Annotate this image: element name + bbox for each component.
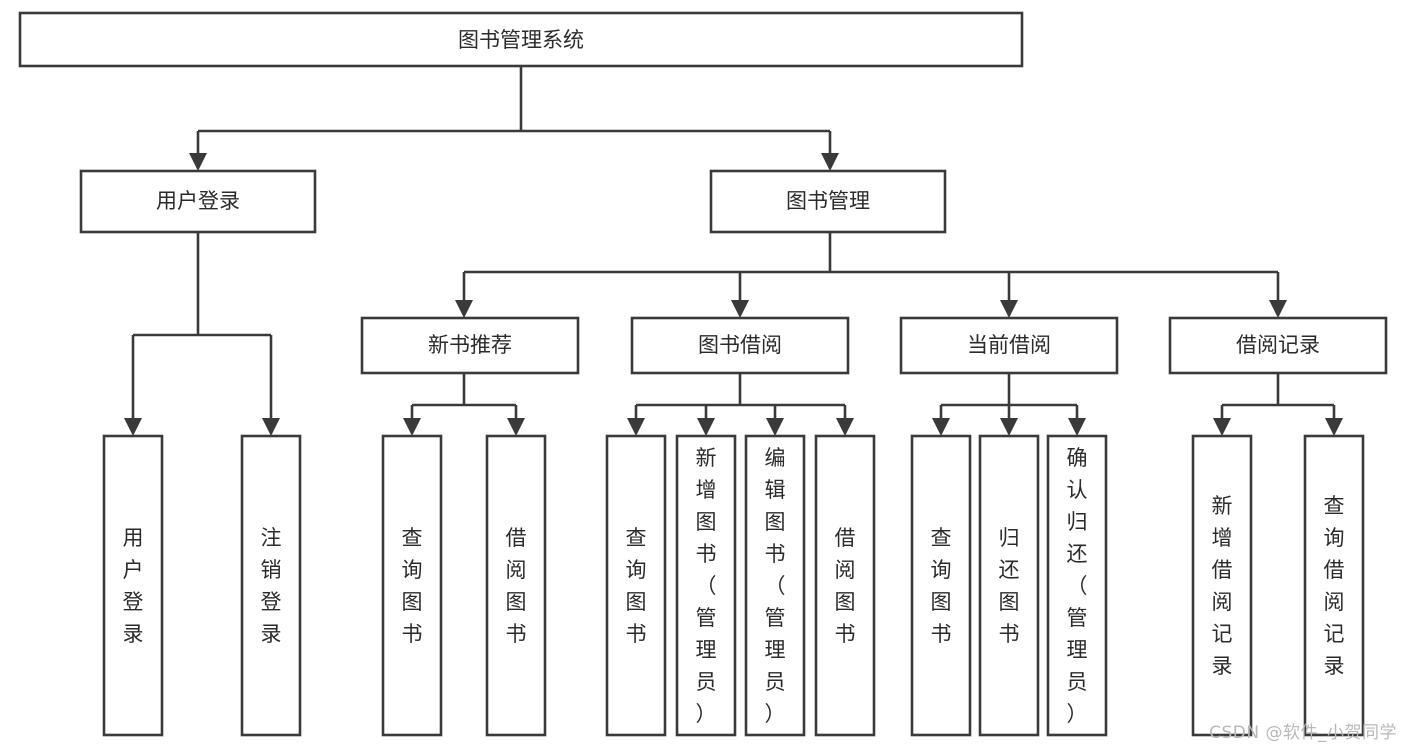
node-book-borrow-label: 图书借阅 <box>698 333 782 357</box>
arrowhead-leaf-borrow-book-1 <box>507 418 525 436</box>
node-leaf-user-login-label: 用户登录 <box>123 526 144 646</box>
node-new-book-recommend[interactable]: 新书推荐 <box>360 316 580 375</box>
node-user-login-label: 用户登录 <box>156 189 240 213</box>
node-leaf-confirm-return-box[interactable] <box>1046 434 1108 737</box>
node-leaf-borrow-book-2[interactable]: 借阅图书 <box>814 434 876 737</box>
node-current-borrow-box[interactable] <box>899 316 1119 375</box>
node-leaf-edit-book-label: 编辑图书（管理员） <box>765 446 786 726</box>
node-book-borrow[interactable]: 图书借阅 <box>630 316 850 375</box>
node-leaf-query-book-1-box[interactable] <box>381 434 443 737</box>
node-borrow-record-label: 借阅记录 <box>1236 333 1320 357</box>
node-borrow-record[interactable]: 借阅记录 <box>1168 316 1388 375</box>
node-leaf-query-record[interactable]: 查询借阅记录 <box>1303 434 1365 737</box>
node-leaf-borrow-book-1-box[interactable] <box>485 434 547 737</box>
node-new-book-recommend-label: 新书推荐 <box>428 333 512 357</box>
node-leaf-query-record-box[interactable] <box>1303 434 1365 737</box>
node-user-login[interactable]: 用户登录 <box>79 169 317 234</box>
arrowhead-book-borrow <box>731 300 749 318</box>
arrowhead-leaf-query-book-1 <box>403 418 421 436</box>
node-leaf-user-login-box[interactable] <box>102 434 164 737</box>
node-borrow-record-box[interactable] <box>1168 316 1388 375</box>
node-leaf-borrow-book-1-label: 借阅图书 <box>506 526 527 646</box>
node-leaf-query-book-2-label: 查询图书 <box>626 526 647 646</box>
arrowhead-leaf-user-login <box>124 418 142 436</box>
node-root-label: 图书管理系统 <box>458 28 584 52</box>
arrowhead-leaf-add-record <box>1213 418 1231 436</box>
node-leaf-query-book-3-label: 查询图书 <box>931 526 952 646</box>
node-root-box[interactable] <box>18 11 1024 68</box>
node-user-login-box[interactable] <box>79 169 317 234</box>
node-book-manage-box[interactable] <box>709 169 947 234</box>
node-leaf-query-book-2[interactable]: 查询图书 <box>605 434 667 737</box>
node-leaf-logout-label: 注销登录 <box>261 526 282 646</box>
connectors <box>124 66 1343 436</box>
arrowhead-leaf-query-book-2 <box>627 418 645 436</box>
node-leaf-add-record[interactable]: 新增借阅记录 <box>1191 434 1253 737</box>
node-leaf-borrow-book-2-box[interactable] <box>814 434 876 737</box>
node-leaf-add-book-label: 新增图书（管理员） <box>696 446 717 726</box>
node-leaf-logout-box[interactable] <box>240 434 302 737</box>
node-leaf-edit-book-box[interactable] <box>744 434 806 737</box>
node-leaf-add-book-box[interactable] <box>675 434 737 737</box>
arrowhead-user-login <box>189 153 207 171</box>
arrowhead-leaf-return-book <box>1000 418 1018 436</box>
node-leaf-borrow-book-1[interactable]: 借阅图书 <box>485 434 547 737</box>
arrowhead-book-manage <box>821 153 839 171</box>
node-leaf-return-book[interactable]: 归还图书 <box>978 434 1040 737</box>
node-book-manage[interactable]: 图书管理 <box>709 169 947 234</box>
arrowhead-leaf-confirm-return <box>1068 418 1086 436</box>
node-book-borrow-box[interactable] <box>630 316 850 375</box>
node-leaf-borrow-book-2-label: 借阅图书 <box>835 526 856 646</box>
arrowhead-leaf-borrow-book-2 <box>836 418 854 436</box>
node-leaf-confirm-return[interactable]: 确认归还（管理员） <box>1046 434 1108 737</box>
node-leaf-confirm-return-label: 确认归还（管理员） <box>1067 446 1088 726</box>
arrowhead-leaf-logout <box>262 418 280 436</box>
node-leaf-query-book-1-label: 查询图书 <box>402 526 423 646</box>
node-leaf-logout[interactable]: 注销登录 <box>240 434 302 737</box>
node-root[interactable]: 图书管理系统 <box>18 11 1024 68</box>
arrowhead-leaf-add-book <box>697 418 715 436</box>
arrowhead-leaf-query-record <box>1325 418 1343 436</box>
arrowhead-current-borrow <box>1000 300 1018 318</box>
csdn-watermark: CSDN @软件_小贺同学 <box>1209 723 1397 743</box>
arrowhead-new-book-recommend <box>455 300 473 318</box>
node-current-borrow[interactable]: 当前借阅 <box>899 316 1119 375</box>
node-leaf-query-book-3-box[interactable] <box>910 434 972 737</box>
node-new-book-recommend-box[interactable] <box>360 316 580 375</box>
arrowhead-leaf-edit-book <box>766 418 784 436</box>
node-leaf-add-record-box[interactable] <box>1191 434 1253 737</box>
node-leaf-add-record-label: 新增借阅记录 <box>1212 494 1233 678</box>
node-leaf-query-book-2-box[interactable] <box>605 434 667 737</box>
node-current-borrow-label: 当前借阅 <box>967 333 1051 357</box>
arrowhead-borrow-record <box>1269 300 1287 318</box>
node-leaf-return-book-label: 归还图书 <box>999 526 1020 646</box>
node-leaf-return-book-box[interactable] <box>978 434 1040 737</box>
node-leaf-edit-book[interactable]: 编辑图书（管理员） <box>744 434 806 737</box>
node-leaf-add-book[interactable]: 新增图书（管理员） <box>675 434 737 737</box>
node-leaf-query-record-label: 查询借阅记录 <box>1324 494 1345 678</box>
arrowhead-leaf-query-book-3 <box>932 418 950 436</box>
node-leaf-user-login[interactable]: 用户登录 <box>102 434 164 737</box>
node-book-manage-label: 图书管理 <box>786 189 870 213</box>
node-leaf-query-book-3[interactable]: 查询图书 <box>910 434 972 737</box>
node-leaf-query-book-1[interactable]: 查询图书 <box>381 434 443 737</box>
